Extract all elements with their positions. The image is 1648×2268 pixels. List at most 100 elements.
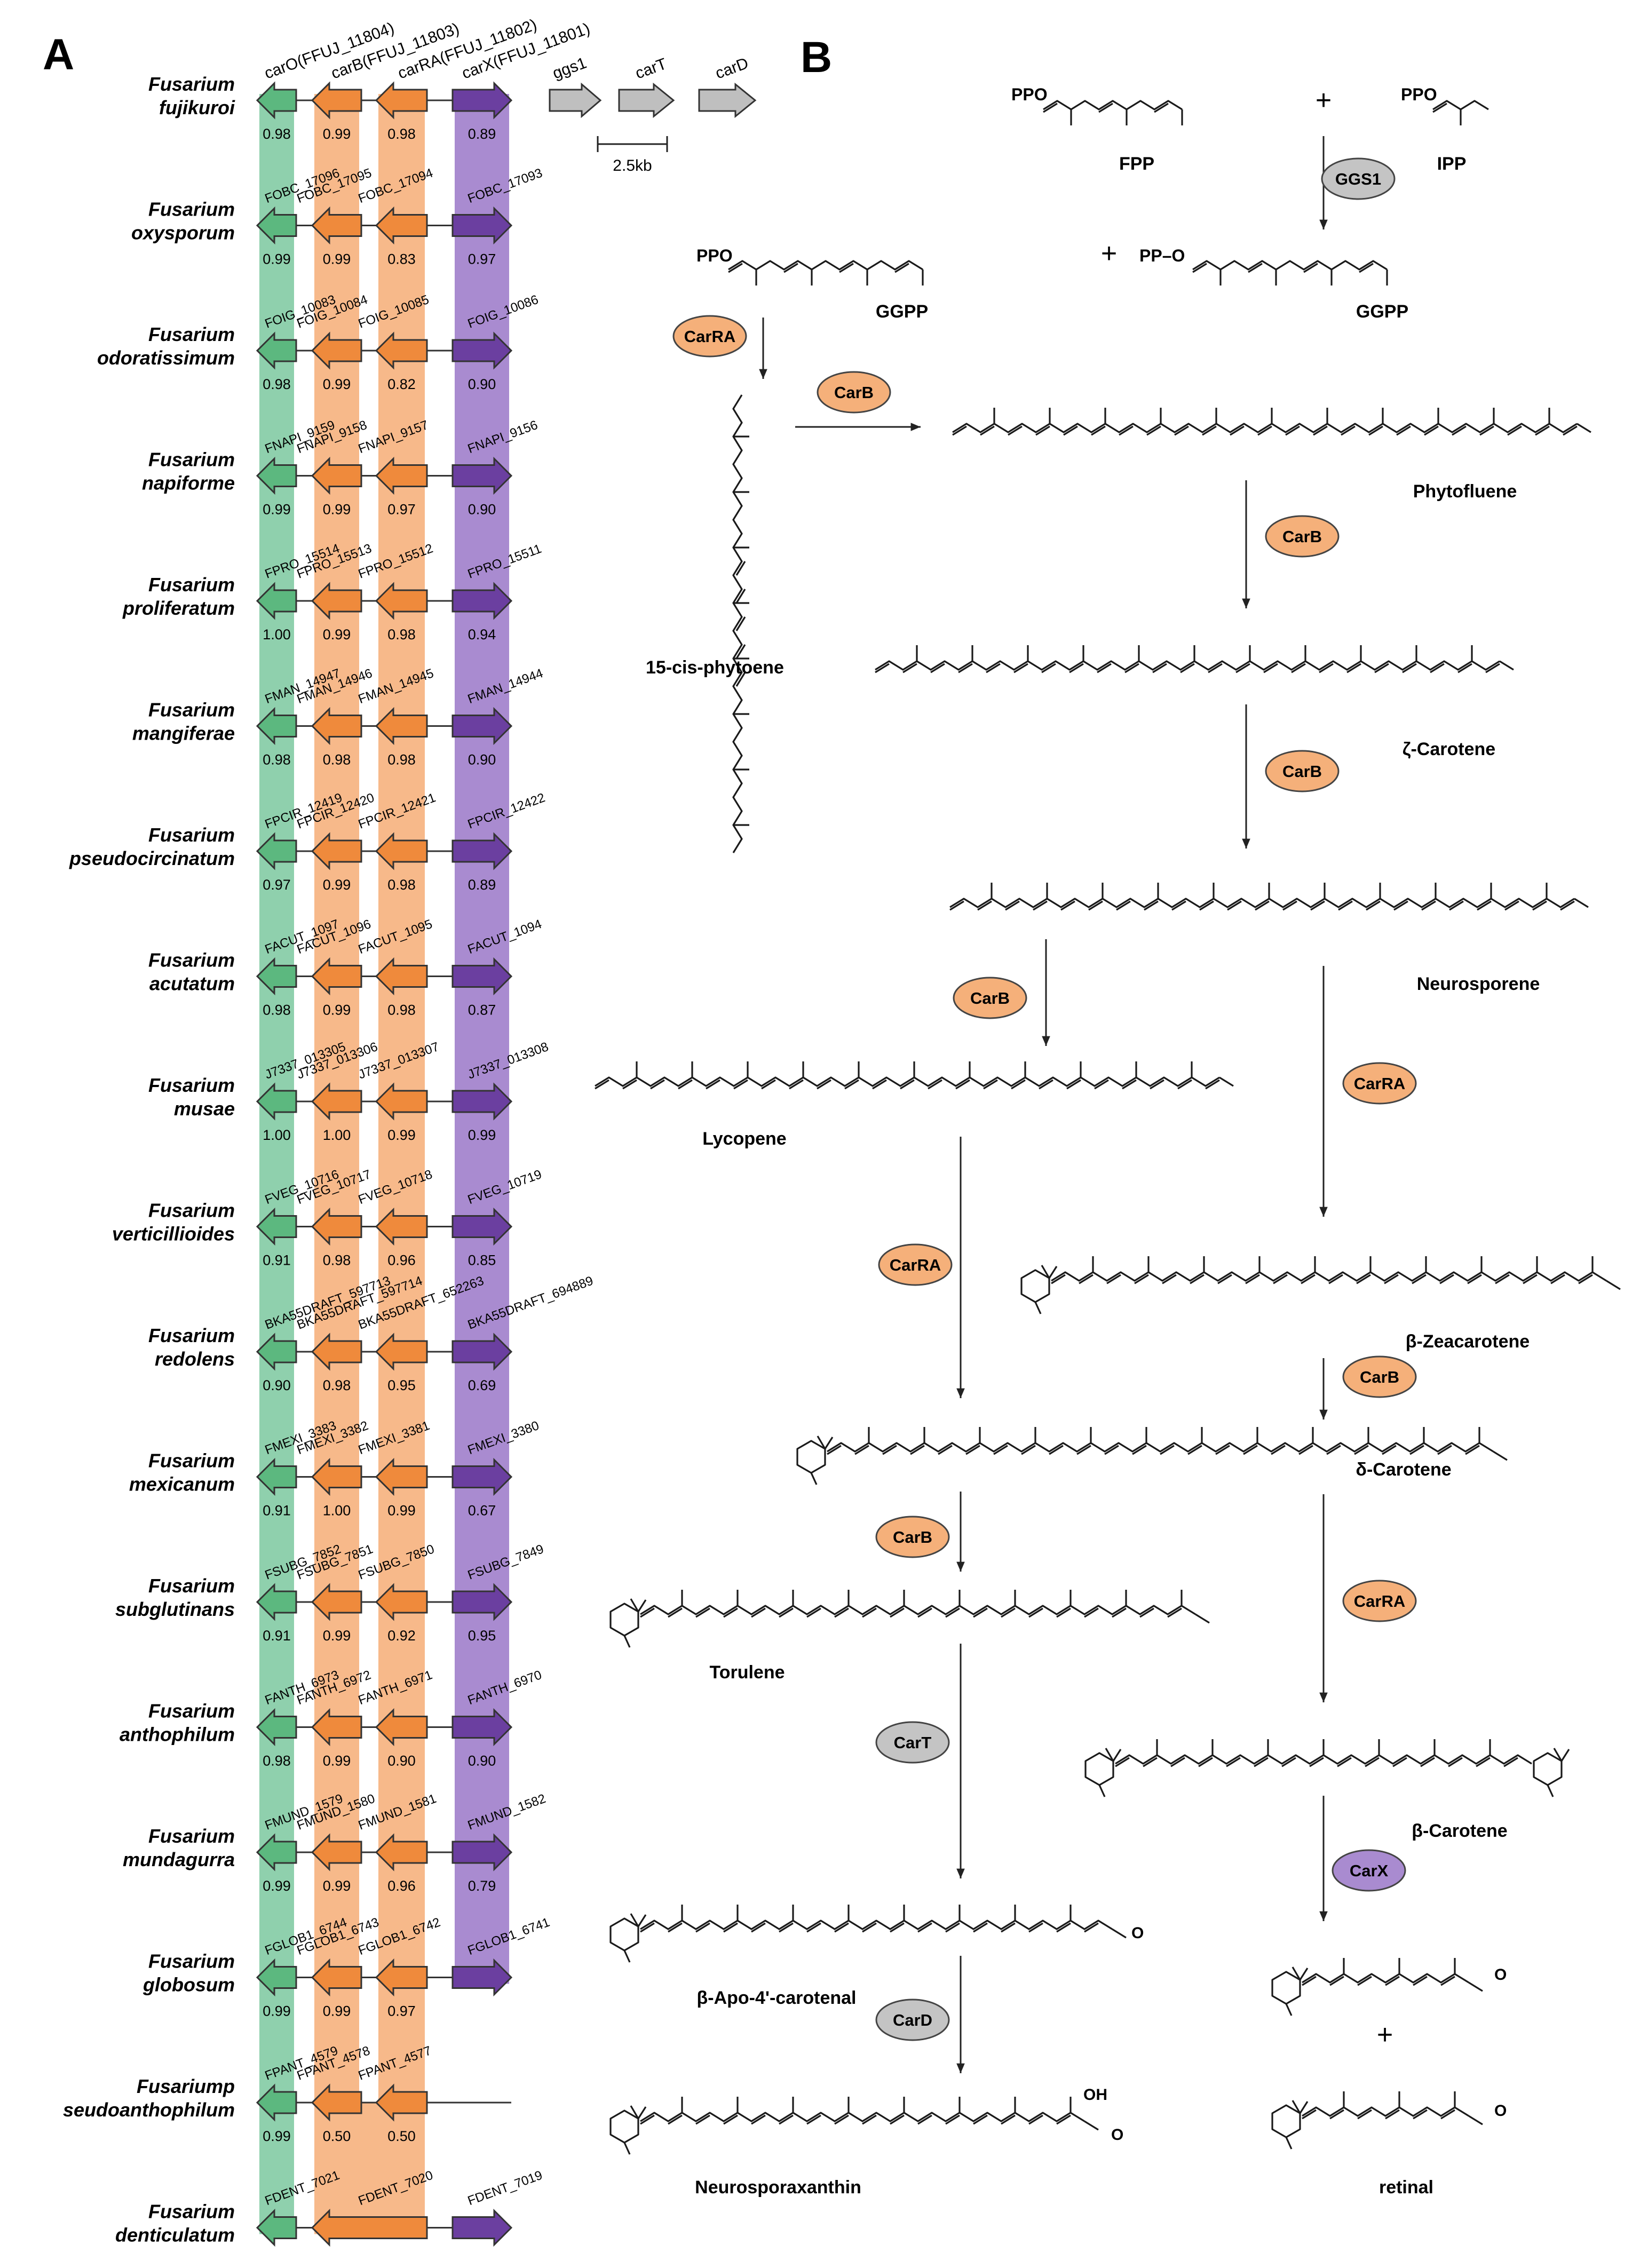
double-bond [1326, 1445, 1341, 1455]
double-bond [1457, 663, 1472, 673]
carb-gene-arrow [311, 832, 362, 870]
double-bond [1329, 1976, 1344, 1986]
header-gene-cart: carT [633, 55, 669, 83]
double-bond [917, 1607, 932, 1618]
double-bond [1503, 1757, 1518, 1767]
enzyme-carra-2: CarRA [1342, 1062, 1417, 1105]
identity-value: 0.91 [263, 1503, 291, 1519]
double-bond [1243, 1445, 1258, 1455]
species-epithet: anthophilum [120, 1724, 235, 1746]
double-bond [1171, 900, 1186, 911]
double-bond [1365, 1757, 1380, 1767]
double-bond [1477, 900, 1492, 911]
caro-gene-arrow [256, 456, 297, 495]
double-bond [1192, 263, 1207, 273]
double-bond [1001, 1607, 1016, 1618]
gem-methyl [824, 1437, 834, 1449]
double-bond [834, 2114, 849, 2125]
double-bond [595, 1079, 609, 1090]
double-bond [993, 1445, 1008, 1455]
double-bond [1066, 1079, 1081, 1090]
carra-gene-arrow [375, 957, 428, 996]
double-bond [1393, 900, 1408, 911]
identity-value: 0.96 [387, 1878, 416, 1894]
double-bond [1097, 663, 1112, 673]
ggs1-gene-arrow [549, 82, 602, 118]
species-row: FusariummexicanumFMEXI_3383FMEXI_3382FME… [129, 1418, 541, 1519]
carb-gene-arrow [311, 707, 362, 746]
double-bond [1162, 1274, 1177, 1284]
double-bond [1281, 1757, 1296, 1767]
molecule-ggpp-1: GGPP [876, 302, 928, 322]
double-bond [723, 1607, 738, 1618]
arrow-carra4-head [1319, 1692, 1328, 1702]
identity-value: 0.99 [323, 1628, 351, 1644]
double-bond [1227, 900, 1242, 911]
double-bond [1413, 1976, 1428, 1986]
enzyme-carb-4-label: CarB [970, 989, 1010, 1008]
gem-methyl [1292, 1966, 1301, 1980]
retinal-structure-2-ring-left [1271, 2104, 1301, 2138]
double-bond [1235, 663, 1250, 673]
species-genus: Fusarium [148, 1575, 235, 1597]
ring-methyl [1098, 1785, 1106, 1797]
double-bond [930, 663, 945, 673]
caro-gene-arrow [256, 1207, 297, 1246]
grey-gene-arrows [549, 82, 757, 118]
enzyme-carb-2-label: CarB [1282, 527, 1322, 546]
double-bond [1302, 2109, 1317, 2120]
double-bond [1005, 900, 1020, 911]
double-bond [735, 561, 746, 576]
delta-carotene-structure [827, 1442, 1494, 1453]
double-bond [1550, 1274, 1565, 1284]
double-bond [1056, 1607, 1071, 1618]
caro-gene-arrow [256, 2208, 297, 2247]
double-bond [1152, 663, 1167, 673]
enzyme-carb-4-ellipse [953, 977, 1027, 1019]
carb-gene-arrow [311, 1833, 362, 1872]
double-bond [1413, 2109, 1428, 2120]
double-bond [1104, 1445, 1119, 1455]
enzyme-card-ellipse [875, 1999, 950, 2041]
identity-value: 0.97 [468, 251, 496, 267]
identity-value: 0.69 [468, 1377, 496, 1393]
retinal-structure-1 [1302, 1973, 1469, 1984]
double-bond [1205, 1079, 1220, 1090]
arrow-cart-head [956, 1868, 965, 1878]
double-bond [622, 1079, 637, 1090]
double-bond [1177, 1079, 1192, 1090]
gem-methyl [630, 1598, 639, 1612]
gem-methyl [637, 2106, 647, 2119]
header-gene-card: carD [713, 54, 751, 83]
species-epithet: verticillioides [112, 1223, 235, 1245]
double-bond [945, 1922, 960, 1933]
carx-gene-arrow [451, 1708, 513, 1747]
double-bond [973, 1922, 988, 1933]
caro-gene-arrow [256, 957, 297, 996]
carb-gene-arrow [311, 2083, 362, 2122]
double-bond [1424, 425, 1439, 436]
carx-gene-arrow [451, 1958, 513, 1997]
enzyme-carb-5-ellipse [1342, 1355, 1417, 1398]
gem-methyl [1292, 2100, 1301, 2114]
double-bond [1354, 1445, 1369, 1455]
structure-drawings [595, 100, 1621, 2155]
double-bond [1094, 1079, 1109, 1090]
enzyme-carra-2-ellipse [1342, 1062, 1417, 1105]
double-bond [1187, 1445, 1202, 1455]
enzyme-carb-2-ellipse [1265, 515, 1340, 558]
ipp-structure [1432, 100, 1489, 110]
caro-gene-arrow [256, 1708, 297, 1747]
apo-carotenal-structure-end [1112, 1928, 1127, 1939]
double-bond [1013, 663, 1028, 673]
identity-value: 0.92 [387, 1628, 416, 1644]
card-gene-arrow [698, 82, 757, 118]
double-bond [1282, 900, 1297, 911]
double-bond [1319, 663, 1334, 673]
double-bond [834, 1922, 849, 1933]
aldehyde-oxygen: O [1131, 1924, 1144, 1942]
carx-gene-arrow [451, 81, 513, 120]
scale-bar-label: 2.5kb [613, 157, 652, 175]
double-bond [1285, 425, 1300, 436]
